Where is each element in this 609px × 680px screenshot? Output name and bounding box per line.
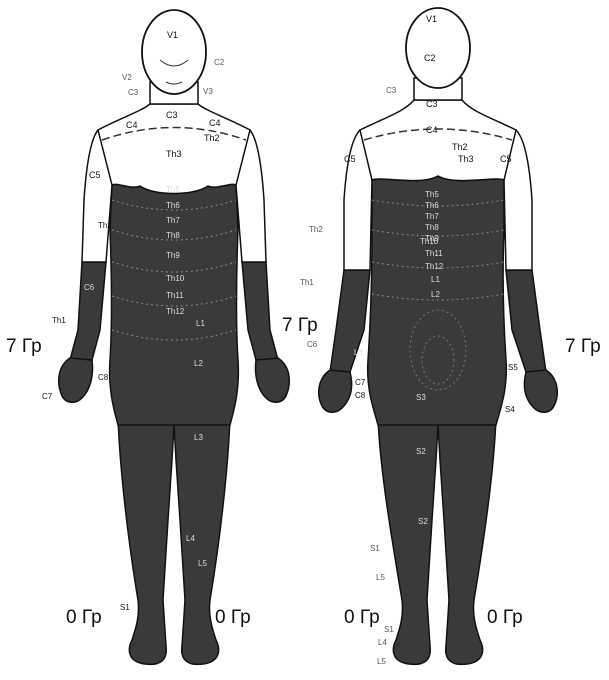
back-dermatome-label-c4: C4	[426, 125, 438, 135]
front-dermatome-label-c3: C3	[128, 88, 139, 97]
back-dermatome-label-l1: L1	[431, 275, 440, 284]
front-dermatome-label-th9: Th9	[166, 251, 180, 260]
back-dermatome-label-s5: S5	[508, 363, 518, 372]
back-dermatome-label-s1: S1	[384, 625, 394, 634]
back-dermatome-label-th3: Th3	[458, 154, 474, 164]
front-dermatome-label-th4: Th4	[166, 164, 182, 174]
front-dermatome-label-c5: C5	[89, 170, 101, 180]
front-dermatome-label-c3: C3	[166, 110, 178, 120]
back-dermatome-label-v1: V1	[426, 14, 437, 24]
back-dermatome-label-th12: Th12	[425, 262, 444, 271]
front-dermatome-label-c4: C4	[126, 120, 138, 130]
back-dermatome-label-s1: S1	[370, 544, 380, 553]
front-dermatome-label-th10: Th10	[166, 274, 185, 283]
front-dermatome-label-c7: C7	[42, 392, 53, 401]
front-dermatome-label-th7: Th7	[166, 216, 180, 225]
back-body-figure	[319, 8, 558, 664]
front-dermatome-label-l3: L3	[194, 433, 203, 442]
front-dermatome-label-c6: C6	[84, 283, 95, 292]
front-dermatome-label-th2: Th2	[98, 221, 112, 230]
back-dermatome-label-c2: C2	[424, 53, 436, 63]
front-dermatome-label-th5: Th5	[166, 185, 180, 194]
back-dermatome-label-c7: C7	[355, 378, 366, 387]
front-dermatome-label-l5: L5	[198, 559, 207, 568]
front-dermatome-label-th1: Th1	[52, 316, 66, 325]
front-dermatome-label-th6: Th6	[166, 201, 180, 210]
front-dermatome-label-th8: Th8	[166, 231, 180, 240]
back-dermatome-label-c8: C8	[355, 391, 366, 400]
back-dermatome-label-s2: S2	[416, 447, 426, 456]
front-dermatome-label-th12: Th12	[166, 307, 185, 316]
dose-label-back-right-foot: 0 Гр	[487, 608, 523, 627]
back-dermatome-label-l2: L2	[431, 290, 440, 299]
back-dermatome-label-s3: S3	[416, 393, 426, 402]
dose-label-front-right-foot: 0 Гр	[215, 608, 251, 627]
front-dermatome-label-s1: S1	[120, 603, 130, 612]
back-dermatome-label-th8: Th8	[425, 223, 439, 232]
back-dermatome-label-c6: C6	[307, 340, 318, 349]
front-dermatome-label-v2: V2	[122, 73, 132, 82]
back-dermatome-label-th6: Th6	[425, 201, 439, 210]
back-dermatome-label-c5: C5	[344, 154, 356, 164]
back-dermatome-label-s4: S4	[505, 405, 515, 414]
back-dermatome-label-c3: C3	[426, 99, 438, 109]
back-dermatome-label-l5: L5	[376, 573, 385, 582]
back-dermatome-label-th10: Th10	[420, 237, 439, 246]
back-dermatome-label-l4: L4	[378, 638, 387, 647]
back-dermatome-label-th4: Th4	[425, 162, 441, 172]
dose-label-back-left-foot: 0 Гр	[344, 608, 380, 627]
dose-label-back-left-arm: 7 Гр	[282, 316, 318, 335]
front-dermatome-label-l4: L4	[186, 534, 195, 543]
back-dermatome-label-s2: S2	[418, 517, 428, 526]
dose-label-right-arm: 7 Гр	[565, 337, 601, 356]
front-dermatome-label-th3: Th3	[166, 149, 182, 159]
back-dermatome-label-th2: Th2	[309, 225, 323, 234]
dose-label-left-arm: 7 Гр	[6, 337, 42, 356]
front-dermatome-label-c8: C8	[98, 373, 109, 382]
front-dermatome-label-l2: L2	[194, 359, 203, 368]
back-dermatome-label-th2: Th2	[452, 142, 468, 152]
back-dermatome-label-th7: Th7	[425, 212, 439, 221]
front-dermatome-label-th2: Th2	[204, 133, 220, 143]
front-dermatome-label-v1: V1	[167, 30, 178, 40]
front-dermatome-label-v3: V3	[203, 87, 213, 96]
back-dermatome-label-c5: C5	[500, 154, 512, 164]
back-dermatome-label-th5: Th5	[425, 190, 439, 199]
back-dermatome-label-th11: Th11	[425, 249, 443, 258]
back-dermatome-label-c3: C3	[386, 86, 397, 95]
dose-label-front-left-foot: 0 Гр	[66, 608, 102, 627]
front-body-figure	[59, 10, 290, 664]
front-dermatome-label-c4: C4	[209, 118, 221, 128]
front-dermatome-label-th11: Th11	[166, 291, 184, 300]
back-dermatome-label-l3: L3	[354, 348, 363, 357]
front-dermatome-label-l1: L1	[196, 319, 205, 328]
front-dermatome-label-c2: C2	[214, 58, 225, 67]
back-dermatome-label-th1: Th1	[300, 278, 314, 287]
back-dermatome-label-l5: L5	[377, 657, 386, 666]
